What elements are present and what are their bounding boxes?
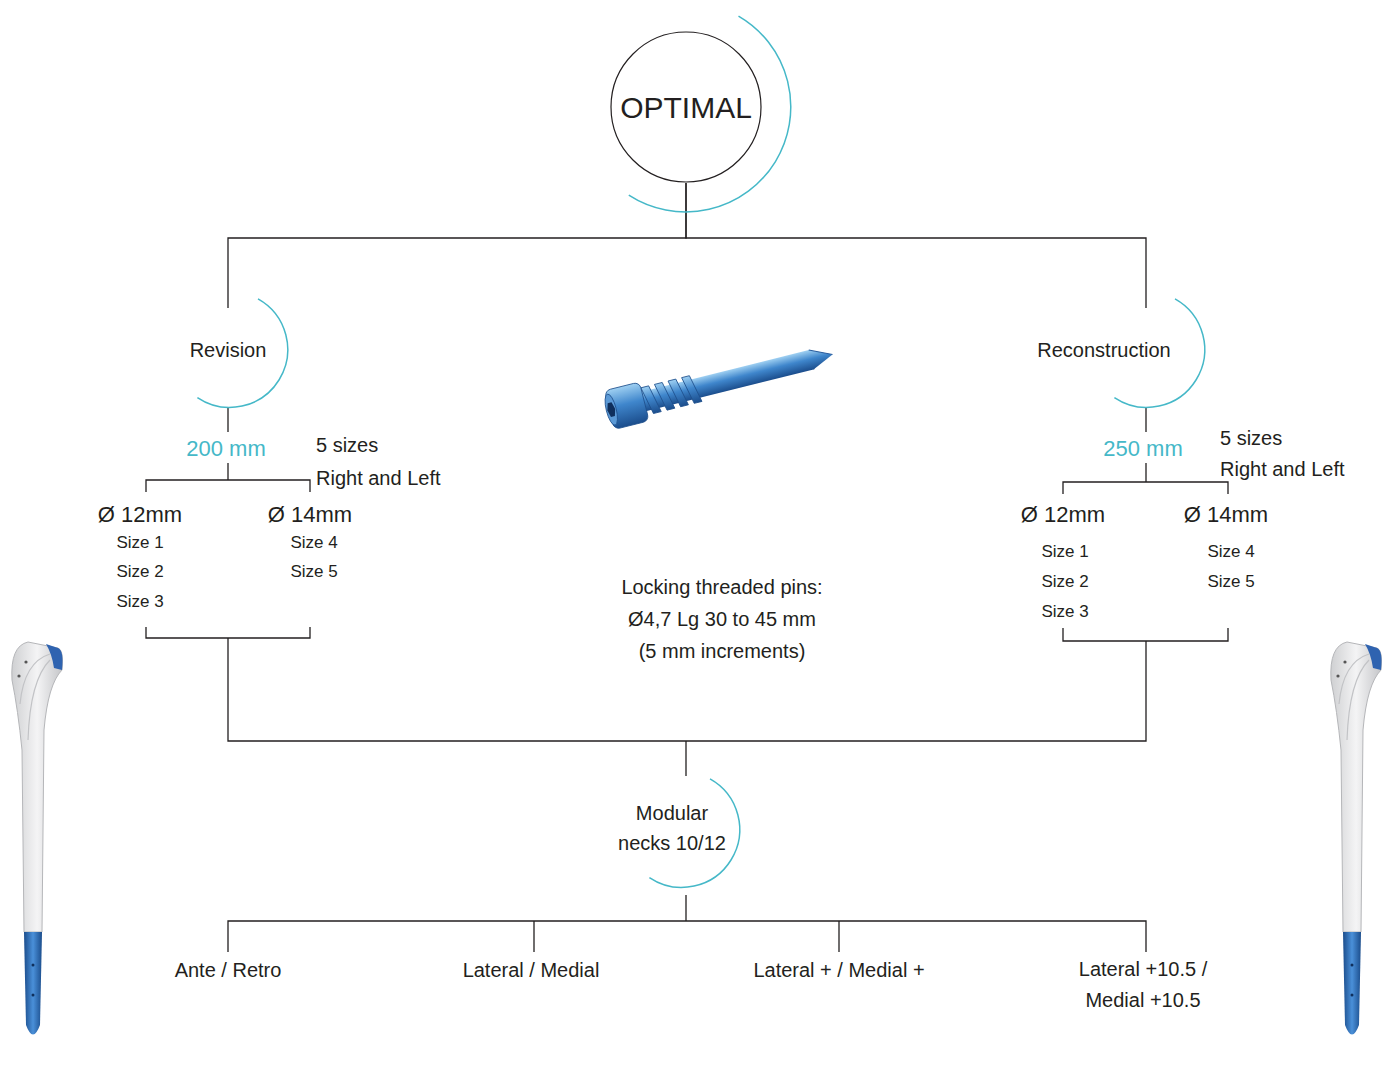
screw-head-face <box>603 393 620 426</box>
bracket-lines <box>146 408 1228 952</box>
spec-label: Ø 14mm <box>268 501 352 530</box>
spec-label: Ante / Retro <box>175 957 282 983</box>
spec-label: Locking threaded pins: Ø4,7 Lg 30 to 45 … <box>621 571 823 667</box>
screw-illustration <box>602 335 838 430</box>
spec-label: 200 mm <box>186 435 265 464</box>
spec-label: Ø 12mm <box>1021 501 1105 530</box>
bracket <box>1063 482 1228 494</box>
spec-label: Ø 12mm <box>98 501 182 530</box>
leader-line <box>685 895 686 921</box>
spec-label: Lateral / Medial <box>463 957 600 983</box>
spec-label: Ø 14mm <box>1184 501 1268 530</box>
spec-label: Right and Left <box>1220 456 1345 482</box>
bracket <box>228 921 1146 952</box>
spec-label: Right and Left <box>316 465 441 491</box>
node-label: Revision <box>190 335 267 365</box>
leader-line <box>685 741 686 776</box>
spec-label: Size 3 <box>1041 601 1088 623</box>
bracket <box>1063 628 1228 641</box>
spec-label: Size 4 <box>290 532 337 554</box>
node-label: Reconstruction <box>1037 335 1170 365</box>
bracket <box>146 627 310 638</box>
node-outline <box>604 776 740 880</box>
category-node: Revision <box>178 308 278 392</box>
spec-label: Size 2 <box>116 561 163 583</box>
stem-illustration <box>1331 642 1382 1035</box>
node-circle <box>611 32 761 182</box>
bracket <box>146 480 310 492</box>
category-node: Modular necks 10/12 <box>604 776 740 880</box>
hex-socket <box>606 402 617 418</box>
spec-label: Lateral +10.5 / Medial +10.5 <box>1063 954 1223 1016</box>
spec-label: Size 3 <box>116 591 163 613</box>
screw-threads <box>641 374 702 415</box>
spec-label: Size 1 <box>116 532 163 554</box>
spec-label: Size 1 <box>1041 541 1088 563</box>
tree-connector <box>228 183 686 308</box>
node-label: OPTIMAL <box>620 85 752 130</box>
node-label: Modular necks 10/12 <box>612 798 732 858</box>
spec-label: Size 4 <box>1207 541 1254 563</box>
category-node: Reconstruction <box>1014 308 1194 392</box>
leader-line <box>227 463 228 480</box>
spec-label: Lateral + / Medial + <box>753 957 924 983</box>
title-circle: OPTIMAL <box>610 31 762 183</box>
spec-label: Size 5 <box>290 561 337 583</box>
leader-line <box>533 921 534 952</box>
spec-label: 5 sizes <box>316 432 378 458</box>
leader-line <box>1145 408 1146 432</box>
leader-line <box>227 408 228 432</box>
spec-label: 250 mm <box>1103 435 1182 464</box>
screw-tip <box>809 345 835 370</box>
leader-line <box>1145 463 1146 482</box>
leader-line <box>838 921 839 952</box>
screw-shaft <box>640 350 815 412</box>
tree-connector <box>686 183 1146 308</box>
spec-label: 5 sizes <box>1220 425 1282 451</box>
spec-label: Size 2 <box>1041 571 1088 593</box>
spec-label: Size 5 <box>1207 571 1254 593</box>
stem-illustration <box>12 642 63 1035</box>
screw-edge <box>809 345 833 360</box>
